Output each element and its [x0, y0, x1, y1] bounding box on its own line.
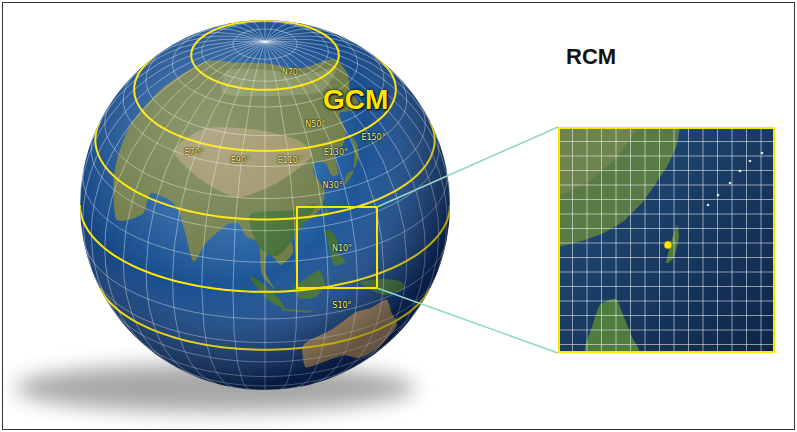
globe-shading [80, 20, 450, 390]
rcm-map [558, 127, 775, 353]
luzon [585, 299, 640, 353]
graticule-label: E70° [185, 147, 204, 156]
mainland [558, 127, 680, 247]
graticule-label: N70° [282, 68, 302, 77]
graticule-label: E150° [361, 132, 385, 141]
zoom-region [297, 207, 377, 288]
site-marker [664, 241, 672, 249]
frame [3, 3, 795, 430]
graticule-label: N30° [323, 181, 343, 190]
rcm-panel: RCM [558, 40, 775, 353]
rcm-grid [558, 127, 775, 353]
globe-ocean [80, 20, 450, 390]
graticule-label: N50° [305, 120, 325, 129]
rcm-border [559, 128, 774, 352]
graticule-label: E110° [277, 155, 301, 164]
graticule-label: S10° [332, 300, 351, 309]
region-label: RCM [566, 44, 616, 70]
graticule-label: N10° [332, 244, 352, 253]
region-label: GCM [323, 84, 388, 116]
zoom-line [377, 288, 558, 353]
graticule [80, 20, 450, 390]
graticule-label: E90° [231, 155, 250, 164]
graticule-label: E130° [324, 147, 348, 156]
zoom-line [377, 127, 558, 207]
gcm-globe: GCM [80, 20, 450, 390]
